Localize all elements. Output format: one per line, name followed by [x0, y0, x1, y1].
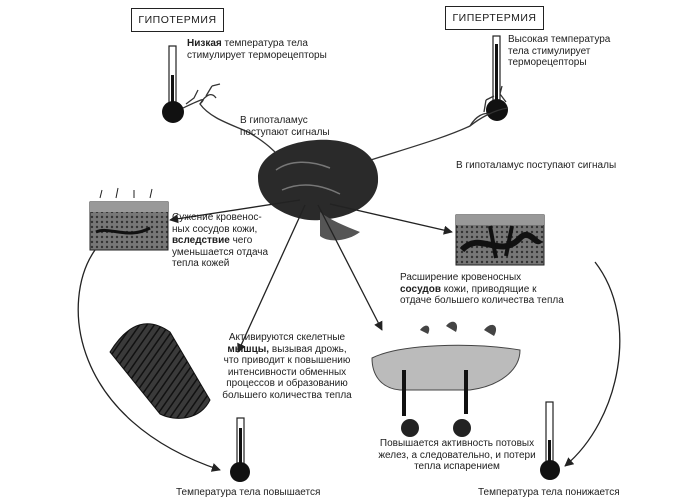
muscle-line5: процессов и образованию	[226, 378, 348, 389]
vasodilation-text: Расширение кровеносных сосудов кожи, при…	[400, 272, 600, 307]
low-temp-text: Низкая температура тела стимулирует терм…	[187, 38, 367, 61]
vaso-con-line3-rest: чего	[232, 235, 253, 246]
skin-vasoconstriction-icon	[89, 187, 169, 251]
signal-arrows	[169, 199, 453, 353]
muscle-line2-rest: вызывая дрожь,	[271, 343, 347, 355]
brain-hypothalamus-icon	[258, 139, 379, 241]
muscle-bold: мышцы,	[227, 343, 270, 355]
muscle-line6: большего количества тепла	[222, 389, 352, 401]
skeletal-muscle-icon	[109, 323, 211, 419]
sweat-text: Повышается активность потовых желез, а с…	[362, 438, 552, 473]
vaso-con-line5: тепла кожей	[172, 258, 230, 269]
hyperthermia-box: ГИПЕРТЕРМИЯ	[445, 6, 544, 30]
low-temp-line2: стимулирует терморецепторы	[187, 49, 327, 61]
signals-right-text: В гипоталамус поступают сигналы	[456, 160, 617, 171]
low-temp-rest: температура тела	[224, 38, 308, 49]
nerve-fibers-icon	[182, 83, 509, 171]
signals-left-line1: В гипоталамус	[240, 115, 308, 126]
low-temp-bold: Низкая	[187, 38, 222, 49]
muscle-text: Активируются скелетные мышцы, вызывая др…	[212, 332, 362, 401]
signals-left-text: В гипоталамус поступают сигналы	[240, 115, 350, 138]
sweat-line1: Повышается активность потовых	[379, 438, 535, 449]
vaso-con-line2: ных сосудов кожи,	[172, 223, 258, 235]
high-temp-line3: терморецепторы	[508, 57, 587, 68]
vaso-dil-line3: отдаче большего количества тепла	[400, 295, 564, 306]
vaso-con-line1: Сужение кровенос-	[172, 212, 262, 223]
sweat-gland-icon	[371, 321, 521, 437]
muscle-line1: Активируются скелетные	[228, 332, 346, 343]
muscle-line4: интенсивности обменных	[227, 366, 347, 378]
sweat-line3: тепла испарением	[414, 461, 500, 472]
muscle-line3: что приводит к повышению	[223, 355, 351, 366]
thermometer-left-bottom-icon	[230, 417, 250, 482]
feedback-arrows	[77, 249, 621, 472]
vaso-con-bold: вследствие	[172, 235, 230, 246]
vaso-con-line4: уменьшается отдача	[172, 246, 269, 258]
temp-rises-text: Температура тела повышается	[176, 487, 321, 498]
skin-vasodilation-icon	[455, 214, 545, 266]
temp-falls-text: Температура тела понижается	[478, 487, 620, 498]
thermometer-right-bottom-icon	[540, 401, 560, 480]
vaso-dil-bold: сосудов	[400, 283, 442, 295]
high-temp-line1: Высокая температура	[508, 34, 611, 45]
high-temp-line2: тела стимулирует	[508, 45, 591, 57]
vaso-dil-line1: Расширение кровеносных	[400, 272, 522, 283]
high-temp-text: Высокая температура тела стимулирует тер…	[508, 34, 648, 69]
vasoconstriction-text: Сужение кровенос- ных сосудов кожи, всле…	[172, 212, 292, 270]
signals-left-line2: поступают сигналы	[240, 126, 330, 138]
thermometer-left-top-icon	[162, 45, 184, 123]
sweat-line2: желез, а следовательно, и потери	[378, 449, 536, 461]
hypothermia-box: ГИПОТЕРМИЯ	[131, 8, 224, 32]
vaso-dil-line2-rest: кожи, приводящие к	[443, 283, 537, 295]
